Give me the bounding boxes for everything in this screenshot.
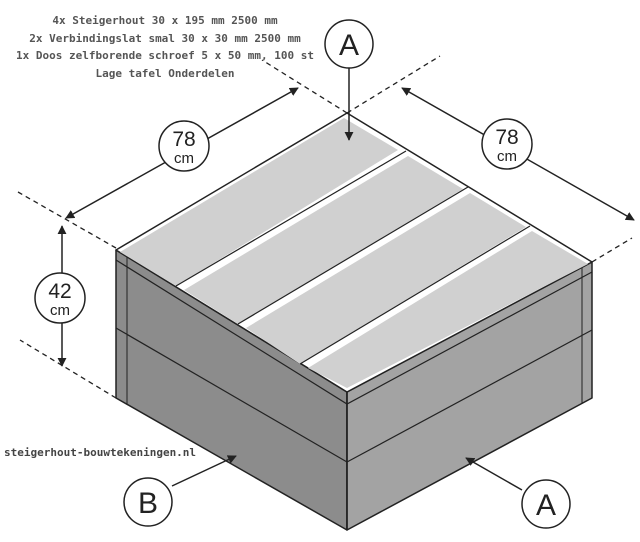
dimension-unit: cm [497, 148, 517, 165]
plank-seam [175, 150, 407, 287]
side-plank-line [346, 329, 593, 463]
top-plank [246, 193, 526, 364]
top-plank [184, 156, 463, 324]
plank-seam [299, 225, 531, 365]
callout-arrow-a [465, 457, 523, 491]
website-label: steigerhout-bouwtekeningen.nl [4, 446, 197, 459]
dimension-unit: cm [50, 302, 70, 319]
parts-list-item: 2x Verbindingslat smal 30 x 30 mm 2500 m… [29, 31, 301, 45]
extension-line [17, 191, 117, 249]
callout-b: B [123, 477, 173, 527]
callout-letter: A [339, 29, 359, 62]
top-plank [308, 231, 588, 388]
dimension-value: 78 [172, 128, 195, 151]
extension-line [346, 55, 441, 114]
parts-list-item: Lage tafel Onderdelen [95, 66, 235, 80]
parts-list: 4x Steigerhout 30 x 195 mm 2500 mm 2x Ve… [0, 12, 330, 82]
dimension-label-width: 78 cm [158, 120, 210, 172]
dimension-unit: cm [174, 150, 194, 167]
parts-list-item: 4x Steigerhout 30 x 195 mm 2500 mm [52, 14, 278, 27]
dimension-label-height: 42 cm [34, 272, 86, 324]
extension-line [19, 339, 117, 399]
parts-list-item: 1x Doos zelfborende schroef 5 x 50 mm, 1… [15, 49, 314, 62]
dimension-label-depth: 78 cm [481, 118, 533, 170]
callout-a-front: A [521, 479, 571, 529]
dimension-value: 42 [48, 280, 71, 303]
dimension-value: 78 [495, 126, 518, 149]
side-plank-line [115, 327, 348, 463]
callout-letter: B [138, 487, 158, 520]
extension-line [591, 237, 633, 263]
callout-letter: A [536, 489, 556, 522]
extension-line [261, 59, 348, 114]
callout-arrow-b [171, 455, 237, 487]
callout-a-top: A [324, 19, 374, 69]
